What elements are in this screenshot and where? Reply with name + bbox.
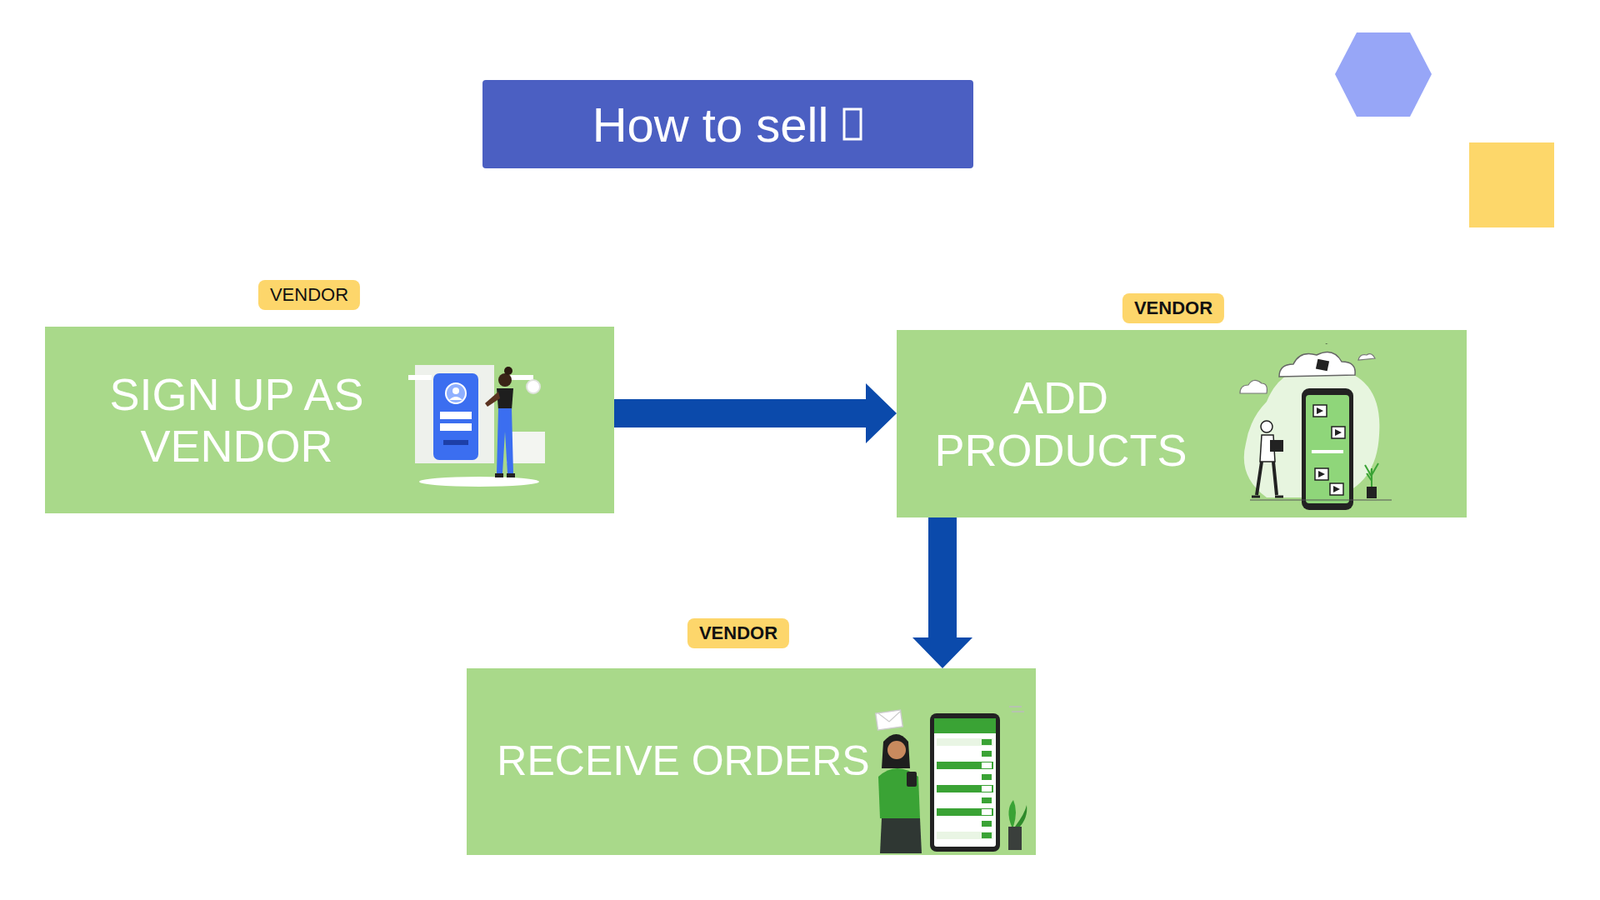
flow-arrow — [614, 383, 897, 444]
order-rows — [936, 738, 994, 840]
decor-hexagon — [1335, 32, 1432, 117]
orders-scene — [875, 706, 1028, 854]
text-area: SIGN UP AS VENDOR — [78, 326, 395, 514]
title-banner: How to sell — [482, 80, 974, 169]
decor-square — [1469, 142, 1555, 228]
text-area: RECEIVE ORDERS — [491, 668, 875, 855]
role-badge: VENDOR — [258, 280, 360, 310]
process-box: VENDORADD PRODUCTS — [896, 330, 1467, 518]
process-box: VENDORSIGN UP AS VENDOR — [45, 326, 615, 514]
flow-arrow — [912, 517, 973, 669]
role-badge: VENDOR — [687, 618, 790, 649]
orders-illustration — [871, 701, 1030, 854]
signup-scene — [408, 365, 545, 487]
role-badge: VENDOR — [1122, 293, 1225, 324]
products-illustration — [1233, 343, 1400, 515]
missing-glyph-icon — [841, 106, 864, 142]
products-scene — [1240, 343, 1392, 510]
step-label: ADD PRODUCTS — [930, 371, 1192, 475]
text-area: ADD PRODUCTS — [930, 330, 1192, 518]
step-label: SIGN UP AS VENDOR — [78, 368, 395, 472]
step-label: RECEIVE ORDERS — [496, 737, 870, 786]
signup-illustration — [408, 356, 550, 490]
title-text: How to sell — [592, 96, 830, 153]
